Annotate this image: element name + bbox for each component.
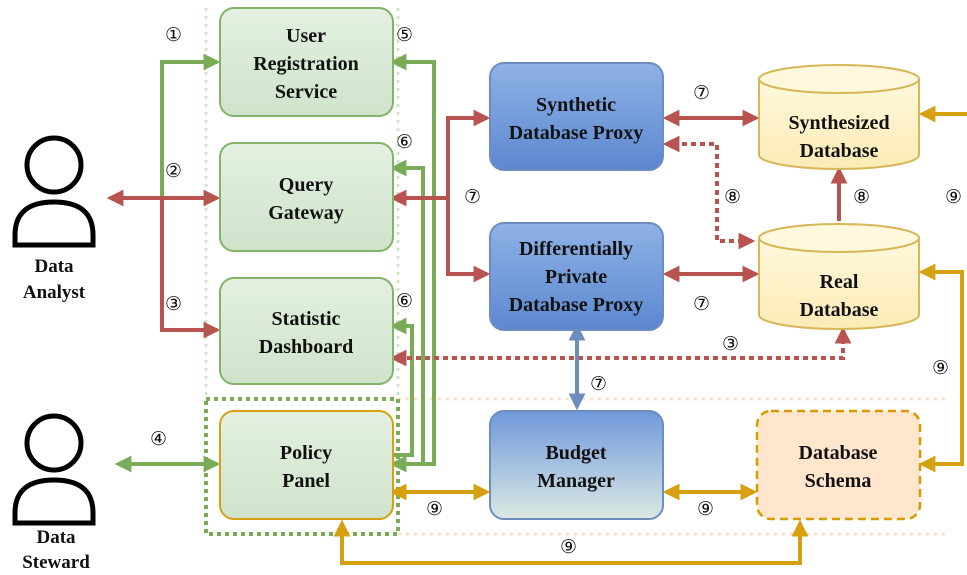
real-db-line2: Database <box>800 299 879 321</box>
arrow-policy-to-gateway <box>389 159 425 466</box>
arrow-policy-schema-bottom <box>333 519 809 565</box>
arrow-real-db-to-synthetic-proxy <box>662 135 756 250</box>
statistic-dashboard-box: Statistic Dashboard <box>219 277 394 385</box>
step-8-marker-db: ⑧ <box>853 186 870 208</box>
person-icon <box>12 135 96 248</box>
registration-line3: Service <box>275 81 337 103</box>
arrow-analyst-dashboard <box>160 198 221 339</box>
arrow-gateway-to-dp-proxy <box>446 198 491 283</box>
analyst-label-line1: Data <box>34 256 74 277</box>
steward-label-line2: Steward <box>22 552 90 573</box>
arrow-schema-real-db <box>918 263 964 473</box>
registration-line2: Registration <box>253 53 359 75</box>
database-schema-box: Database Schema <box>755 409 922 521</box>
dashboard-line2: Dashboard <box>259 336 353 358</box>
dashboard-line1: Statistic <box>272 308 341 330</box>
synthesized-db-line2: Database <box>800 140 879 162</box>
gateway-line2: Gateway <box>268 202 344 224</box>
query-gateway-box: Query Gateway <box>219 142 394 252</box>
step-9-marker-policy-budget: ⑨ <box>426 498 443 520</box>
step-7-marker-dp: ⑦ <box>693 293 710 315</box>
data-analyst-actor: Data Analyst <box>12 135 96 303</box>
arrow-gateway-to-proxies <box>389 109 491 207</box>
synthetic-proxy-line1: Synthetic <box>536 94 616 116</box>
registration-line1: User <box>286 25 326 47</box>
arrow-policy-to-dashboard <box>389 317 414 457</box>
budget-manager-box: Budget Manager <box>489 410 664 520</box>
arrow-analyst-to-registration <box>160 53 221 198</box>
dp-proxy-line2: Private <box>545 266 607 288</box>
step-3-marker-db: ③ <box>722 333 739 355</box>
step-6-marker-gateway: ⑥ <box>396 131 413 153</box>
synthetic-proxy-line2: Database Proxy <box>509 122 644 144</box>
step-5-marker: ⑤ <box>396 24 413 46</box>
step-9-marker-budget-schema: ⑨ <box>697 498 714 520</box>
schema-line1: Database <box>799 442 878 464</box>
dp-proxy-line1: Differentially <box>519 238 633 260</box>
analyst-label-line2: Analyst <box>23 282 86 303</box>
real-database-cylinder: Real Database <box>758 223 920 330</box>
steward-label-line1: Data <box>36 527 76 548</box>
policy-line1: Policy <box>280 442 332 464</box>
step-3-marker: ③ <box>165 293 182 315</box>
step-8-marker-proxy: ⑧ <box>724 186 741 208</box>
step-9-marker-schema-db: ⑨ <box>932 357 949 379</box>
dp-database-proxy-box: Differentially Private Database Proxy <box>489 222 664 331</box>
step-7-marker-synthetic: ⑦ <box>693 82 710 104</box>
synthesized-database-cylinder: Synthesized Database <box>758 64 920 170</box>
step-9-marker-bottom: ⑨ <box>560 536 577 558</box>
step-7-marker-gateway: ⑦ <box>464 186 481 208</box>
real-db-line1: Real <box>820 271 859 293</box>
user-registration-service-box: User Registration Service <box>219 7 394 117</box>
gateway-line1: Query <box>279 174 333 196</box>
synthesized-db-line1: Synthesized <box>788 112 889 134</box>
schema-line2: Schema <box>805 470 872 492</box>
data-steward-actor: Data Steward <box>12 413 96 573</box>
policy-panel-box: Policy Panel <box>219 410 394 520</box>
step-7-marker-budget: ⑦ <box>590 373 607 395</box>
arrow-real-db-to-dashboard <box>389 326 852 367</box>
step-1-marker: ① <box>165 24 182 46</box>
step-9-marker-synthesized: ⑨ <box>945 186 962 208</box>
synthetic-database-proxy-box: Synthetic Database Proxy <box>489 62 664 171</box>
budget-line1: Budget <box>545 442 606 464</box>
person-icon <box>12 413 96 526</box>
step-6-marker-dashboard: ⑥ <box>396 290 413 312</box>
policy-line2: Panel <box>282 470 330 492</box>
step-2-marker: ② <box>165 160 182 182</box>
step-4-marker: ④ <box>150 428 167 450</box>
dp-proxy-line3: Database Proxy <box>509 294 644 316</box>
budget-line2: Manager <box>537 470 615 492</box>
